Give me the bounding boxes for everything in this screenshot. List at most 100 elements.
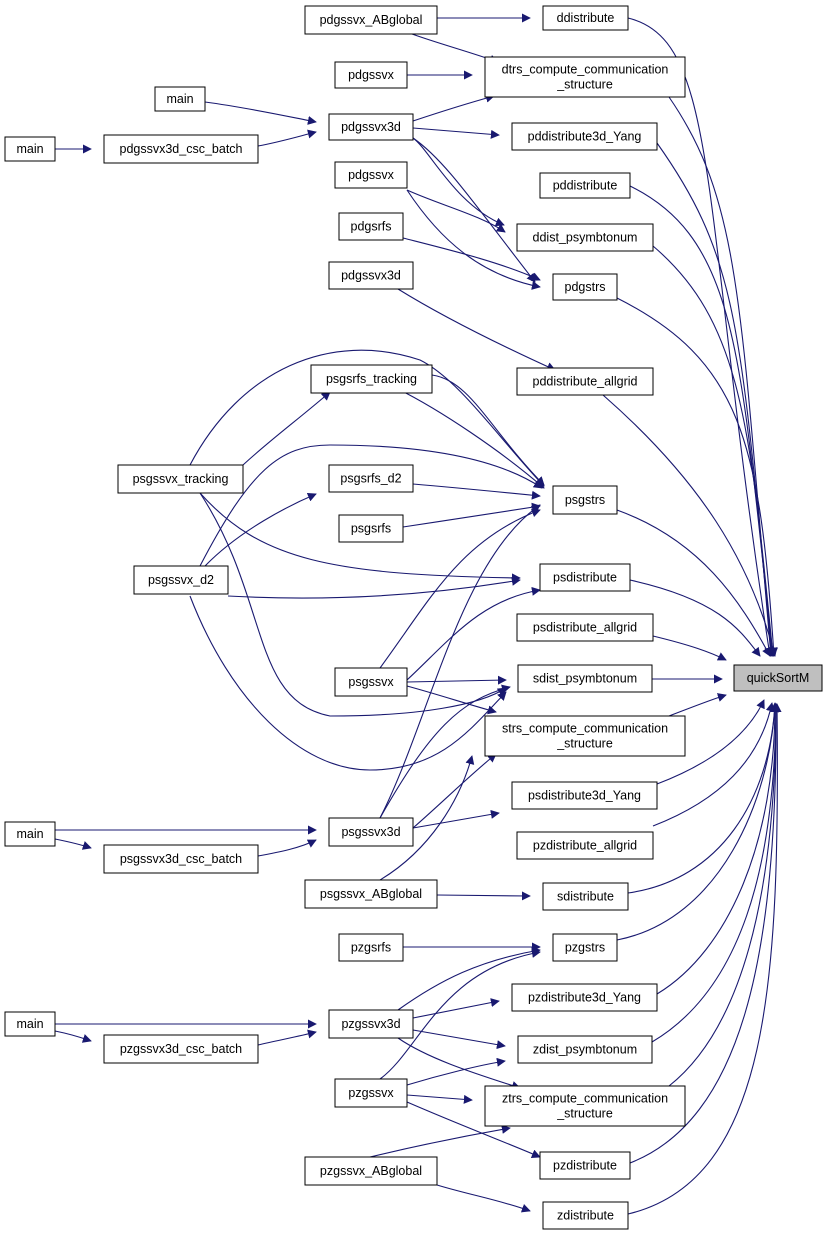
node-pzgssvx[interactable]: pzgssvx — [334, 1078, 408, 1108]
call-edge-72 — [629, 703, 781, 1164]
node-box — [4, 821, 56, 847]
node-quicksort[interactable]: quickSortM — [733, 664, 823, 692]
node-pzdist-allgrid[interactable]: pzdistribute_allgrid — [516, 831, 654, 860]
node-box — [328, 817, 414, 847]
node-zdistribute[interactable]: zdistribute — [542, 1201, 629, 1230]
call-edge-50 — [406, 1101, 541, 1158]
node-label: pdgssvx3d — [341, 120, 401, 134]
node-pzgssvx-ABglobal[interactable]: pzgssvx_ABglobal — [304, 1156, 438, 1186]
call-edge-56 — [629, 185, 777, 657]
node-label: main — [166, 92, 193, 106]
node-box — [304, 5, 438, 35]
node-box — [516, 831, 654, 860]
node-label: pdgstrs — [565, 280, 606, 294]
node-label: dtrs_compute_communication — [502, 63, 669, 77]
node-label: psgssvx_ABglobal — [320, 887, 422, 901]
node-psgsrfs-tracking[interactable]: psgsrfs_tracking — [310, 364, 433, 394]
node-pdgssvx-ABglobal[interactable]: pdgssvx_ABglobal — [304, 5, 438, 35]
node-psgssvx3d-csc[interactable]: psgssvx3d_csc_batch — [103, 844, 259, 874]
call-edge-32 — [412, 753, 497, 829]
call-edge-65 — [656, 699, 765, 785]
node-pdgstrs[interactable]: pdgstrs — [552, 273, 618, 301]
node-main-4[interactable]: main — [4, 1011, 56, 1037]
node-psgstrs[interactable]: psgstrs — [552, 485, 618, 515]
node-psgssvx-ABglobal[interactable]: psgssvx_ABglobal — [304, 879, 438, 909]
node-pdgssvx3d-csc[interactable]: pdgssvx3d_csc_batch — [103, 134, 259, 164]
node-label: _structure — [556, 737, 613, 751]
call-edge-44 — [257, 1029, 317, 1046]
node-strs[interactable]: strs_compute_communication_structure — [484, 715, 686, 757]
node-box — [334, 1078, 408, 1108]
node-label: sdistribute — [557, 890, 614, 904]
node-label: zdistribute — [557, 1209, 614, 1223]
call-edge-57 — [652, 245, 777, 657]
node-box — [304, 1156, 438, 1186]
node-pdgssvx-a[interactable]: pdgssvx — [334, 61, 408, 89]
node-pdgssvx3d[interactable]: pdgssvx3d — [328, 113, 414, 141]
node-pdgsrfs[interactable]: pdgsrfs — [338, 212, 404, 241]
node-label: psgssvx3d_csc_batch — [120, 852, 242, 866]
call-edge-64 — [668, 693, 727, 717]
node-psdistribute[interactable]: psdistribute — [539, 563, 631, 592]
node-box — [334, 667, 408, 697]
node-ddist-psym[interactable]: ddist_psymbtonum — [516, 223, 654, 252]
node-label: psdistribute — [553, 571, 617, 585]
node-pddist-allgrid[interactable]: pddistribute_allgrid — [516, 367, 654, 396]
node-psgssvx-d2[interactable]: psgssvx_d2 — [133, 565, 229, 595]
node-pdgssvx-b[interactable]: pdgssvx — [334, 161, 408, 189]
call-edge-46 — [397, 1037, 521, 1090]
call-edge-54 — [668, 96, 775, 657]
node-pzdist3d-yang[interactable]: pzdistribute3d_Yang — [511, 983, 658, 1012]
node-pzgssvx3d-csc[interactable]: pzgssvx3d_csc_batch — [103, 1034, 259, 1064]
call-edge-33 — [412, 809, 500, 829]
node-label: psgsrfs_d2 — [340, 472, 401, 486]
node-pzdistribute[interactable]: pzdistribute — [539, 1151, 631, 1180]
node-box — [154, 86, 206, 112]
node-box — [133, 565, 229, 595]
node-pddist3d-yang[interactable]: pddistribute3d_Yang — [511, 122, 658, 151]
node-pzgsrfs[interactable]: pzgsrfs — [338, 933, 404, 962]
node-label: pdgsrfs — [351, 220, 392, 234]
node-sdistribute[interactable]: sdistribute — [542, 882, 629, 911]
call-edge-18 — [402, 502, 541, 528]
node-psgssvx-tracking[interactable]: psgssvx_tracking — [117, 464, 244, 494]
node-label: ztrs_compute_communication — [502, 1092, 668, 1106]
node-psgssvx[interactable]: psgssvx — [334, 667, 408, 697]
call-edge-35 — [54, 838, 92, 850]
node-psdist-allgrid[interactable]: psdistribute_allgrid — [516, 613, 654, 642]
node-main-2[interactable]: main — [4, 136, 56, 162]
call-edge-61 — [629, 579, 761, 657]
node-psdist3d-yang[interactable]: psdistribute3d_Yang — [511, 781, 658, 810]
node-pzgssvx3d[interactable]: pzgssvx3d — [328, 1009, 414, 1039]
node-box — [539, 563, 631, 592]
node-box — [516, 223, 654, 252]
node-psgssvx3d[interactable]: psgssvx3d — [328, 817, 414, 847]
call-edge-41 — [412, 998, 500, 1019]
node-sdist-psym[interactable]: sdist_psymbtonum — [517, 664, 653, 693]
node-zdist-psym[interactable]: zdist_psymbtonum — [517, 1035, 653, 1064]
node-psgsrfs[interactable]: psgsrfs — [338, 514, 404, 543]
call-edge-70 — [651, 703, 781, 1043]
node-box — [539, 172, 631, 199]
node-pzgstrs[interactable]: pzgstrs — [552, 933, 618, 962]
node-label: pddistribute_allgrid — [533, 375, 638, 389]
node-psgsrfs-d2[interactable]: psgsrfs_d2 — [328, 464, 414, 493]
node-main-1[interactable]: main — [154, 86, 206, 112]
node-box — [542, 5, 629, 31]
call-edge-66 — [652, 702, 775, 827]
node-label: pzgssvx_ABglobal — [320, 1164, 422, 1178]
node-ztrs[interactable]: ztrs_compute_communication_structure — [484, 1085, 686, 1127]
node-box — [328, 464, 414, 493]
node-pddistribute[interactable]: pddistribute — [539, 172, 631, 199]
call-edge-59 — [602, 394, 778, 657]
call-edge-73 — [627, 703, 782, 1215]
node-dtrs[interactable]: dtrs_compute_communication_structure — [484, 56, 686, 98]
node-ddistribute[interactable]: ddistribute — [542, 5, 629, 31]
node-box — [539, 1151, 631, 1180]
call-edge-58 — [616, 297, 778, 657]
node-label: psdistribute_allgrid — [533, 621, 637, 635]
call-edge-38 — [436, 891, 531, 901]
node-main-3[interactable]: main — [4, 821, 56, 847]
node-pdgssvx3d-b[interactable]: pdgssvx3d — [328, 261, 414, 290]
node-box — [542, 1201, 629, 1230]
